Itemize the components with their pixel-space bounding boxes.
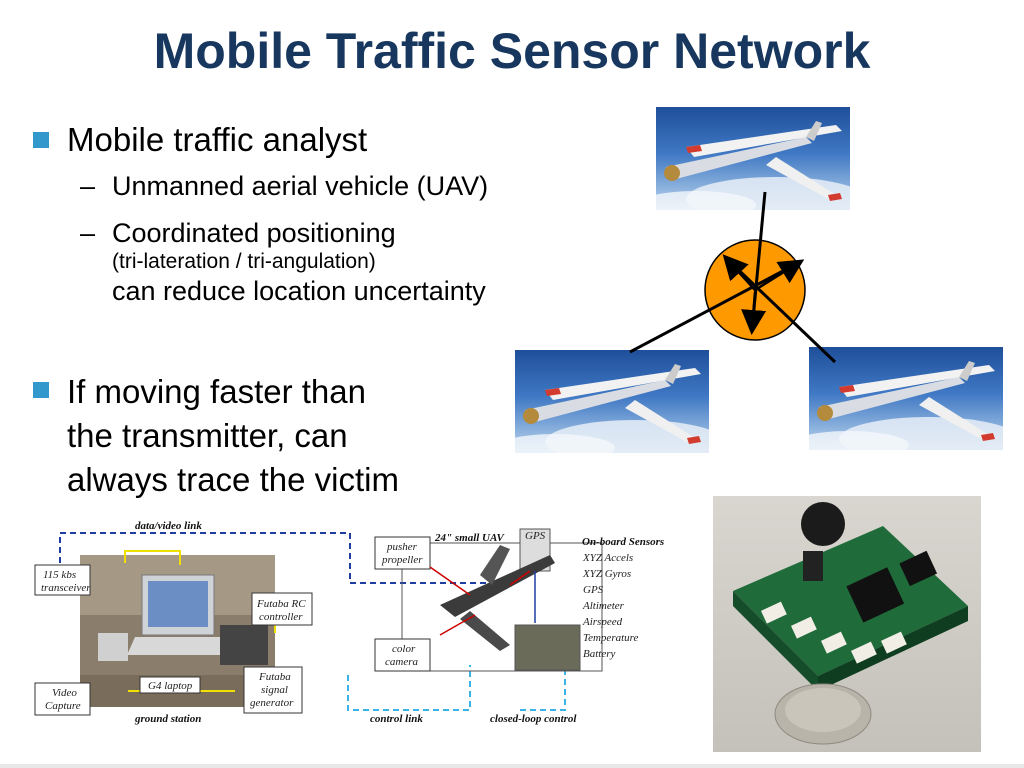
bearing-arrow-top bbox=[741, 291, 767, 335]
futaba-rc-box bbox=[251, 592, 313, 626]
uav-photo-left bbox=[515, 350, 709, 453]
g4-laptop-label: G4 laptop bbox=[148, 680, 193, 692]
small-uav-icon bbox=[440, 555, 555, 617]
bearing-arrow-right bbox=[722, 254, 756, 291]
video-capture-box bbox=[34, 682, 91, 716]
pusher-box bbox=[374, 536, 431, 570]
bullet-mobile-traffic-analyst: Mobile traffic analyst bbox=[33, 120, 368, 160]
sub-bullet-uav: – Unmanned aerial vehicle (UAV) bbox=[80, 170, 489, 202]
bullet-square-icon bbox=[33, 382, 49, 398]
control-link-label: control link bbox=[370, 713, 423, 725]
sensor-item: Temperature bbox=[583, 632, 639, 644]
color-camera-box bbox=[374, 638, 431, 672]
sub-bullet-text-cont: can reduce location uncertainty bbox=[112, 276, 486, 306]
bullet-moving-faster: If moving faster than the transmitter, c… bbox=[33, 370, 399, 502]
transceiver-label-2: transceiver bbox=[41, 582, 91, 594]
dash-icon: – bbox=[80, 171, 96, 201]
pusher-label-1: pusher bbox=[386, 541, 418, 553]
sensor-item: XYZ Gyros bbox=[582, 568, 631, 580]
onboard-sensors-title: On-board Sensors bbox=[582, 536, 664, 548]
data-video-link-label: data/video link bbox=[135, 520, 202, 532]
bullet-text: Mobile traffic analyst bbox=[67, 121, 368, 158]
gps-label: GPS bbox=[525, 530, 546, 542]
sensor-item: GPS bbox=[583, 584, 604, 596]
futaba-signal-label-3: generator bbox=[250, 697, 294, 709]
sensor-item: Airspeed bbox=[582, 616, 623, 628]
slide-title: Mobile Traffic Sensor Network bbox=[153, 23, 871, 79]
system-diagram: data/video link 115 kbs transceiver Futa… bbox=[30, 515, 690, 730]
sub-bullet-note: (tri-lateration / tri-angulation) bbox=[112, 250, 376, 273]
futaba-signal-box bbox=[243, 666, 303, 714]
sub-bullet-positioning: – Coordinated positioning (tri-lateratio… bbox=[80, 217, 486, 307]
video-capture-label-2: Capture bbox=[45, 700, 81, 712]
closed-loop-label: closed-loop control bbox=[490, 713, 577, 725]
sensor-item: XYZ Accels bbox=[582, 552, 633, 564]
futaba-rc-label-2: controller bbox=[259, 611, 303, 623]
uav-photo-right bbox=[809, 347, 1003, 450]
color-camera-label-2: camera bbox=[385, 656, 418, 668]
futaba-rc-label-1: Futaba RC bbox=[256, 598, 306, 610]
futaba-signal-label-2: signal bbox=[261, 684, 288, 696]
bearing-line-left bbox=[629, 260, 801, 354]
pusher-label-2: propeller bbox=[381, 554, 423, 566]
video-capture-label-1: Video bbox=[52, 687, 77, 699]
sensor-item: Altimeter bbox=[582, 600, 625, 612]
autopilot-board-photo bbox=[713, 496, 981, 752]
bullet-square-icon bbox=[33, 132, 49, 148]
bearing-line-top bbox=[750, 191, 767, 331]
sensor-item: Battery bbox=[583, 648, 615, 660]
uav-photo-top bbox=[656, 107, 850, 210]
bullet-text-line2: the transmitter, can bbox=[67, 417, 348, 454]
dash-icon: – bbox=[80, 218, 96, 248]
sub-bullet-text: Unmanned aerial vehicle (UAV) bbox=[112, 171, 489, 201]
bottom-divider bbox=[0, 764, 1024, 768]
transceiver-box bbox=[34, 564, 91, 596]
bearing-arrow-left bbox=[754, 259, 805, 292]
color-camera-label-1: color bbox=[392, 643, 416, 655]
sub-bullet-text: Coordinated positioning bbox=[112, 218, 396, 248]
bullet-text-line3: always trace the victim bbox=[67, 461, 399, 498]
uav-label: 24" small UAV bbox=[434, 532, 506, 544]
bullet-text-line1: If moving faster than bbox=[67, 373, 366, 410]
target-circle bbox=[704, 239, 806, 341]
ground-station-label: ground station bbox=[134, 713, 201, 725]
transceiver-label-1: 115 kbs bbox=[43, 569, 76, 581]
g4-laptop-box bbox=[139, 676, 201, 694]
futaba-signal-label-1: Futaba bbox=[258, 671, 291, 683]
autopilot-board-photo bbox=[514, 624, 581, 671]
